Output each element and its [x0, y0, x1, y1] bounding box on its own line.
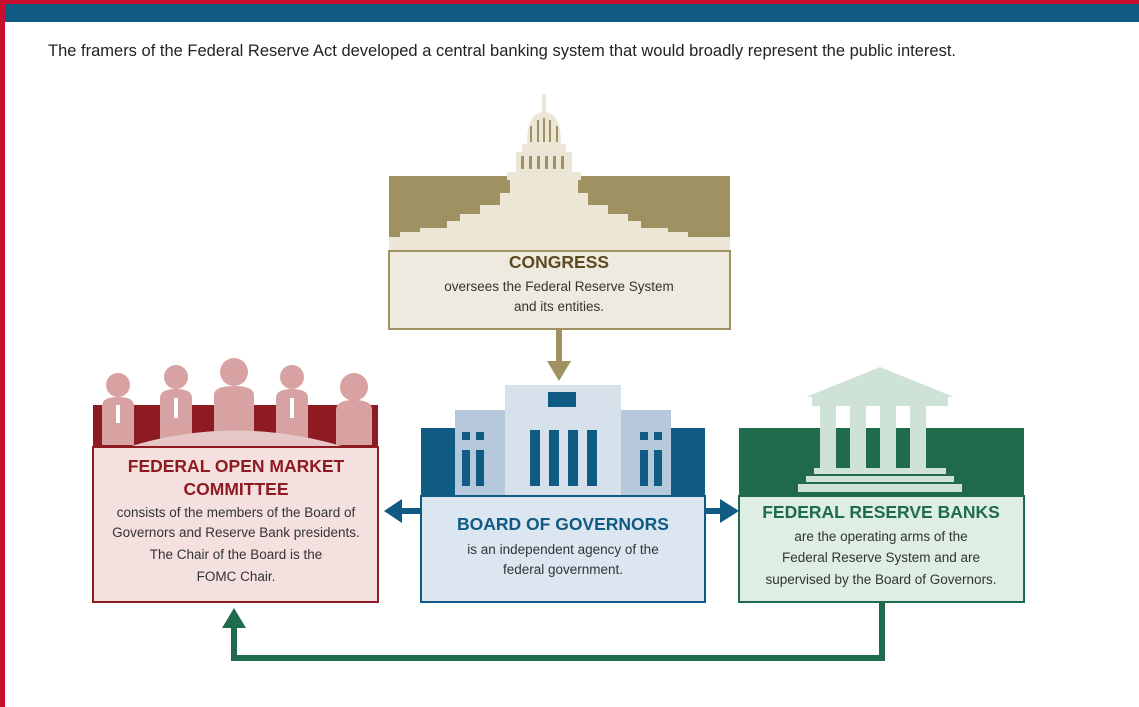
fomc-line-1: consists of the members of the Board of [117, 505, 356, 520]
arrow-board-to-fomc [384, 499, 421, 523]
board-node: BOARD OF GOVERNORS is an independent age… [420, 385, 706, 603]
fomc-line-2: Governors and Reserve Bank presidents. [112, 525, 360, 540]
fomc-line-3: The Chair of the Board is the [150, 547, 323, 562]
intro-text: The framers of the Federal Reserve Act d… [48, 42, 956, 60]
congress-node: CONGRESS oversees the Federal Reserve Sy… [388, 94, 731, 330]
board-line-2: federal government. [503, 562, 623, 577]
fomc-title-line-2: COMMITTEE [184, 479, 289, 499]
board-title: BOARD OF GOVERNORS [457, 514, 669, 534]
fomc-line-4: FOMC Chair. [197, 569, 276, 584]
board-line-1: is an independent agency of the [467, 542, 658, 557]
congress-line-1: oversees the Federal Reserve System [444, 279, 674, 294]
bank-building-icon [798, 367, 962, 492]
congress-title: CONGRESS [509, 252, 609, 272]
banks-line-1: are the operating arms of the [794, 529, 967, 544]
eccles-building-icon [455, 385, 671, 496]
banks-line-2: Federal Reserve System and are [782, 550, 980, 565]
fomc-title-line-1: FEDERAL OPEN MARKET [128, 456, 345, 476]
congress-line-2: and its entities. [514, 299, 604, 314]
banks-title: FEDERAL RESERVE BANKS [762, 502, 1000, 522]
fomc-node: FEDERAL OPEN MARKET COMMITTEE consists o… [92, 358, 379, 603]
banks-line-3: supervised by the Board of Governors. [765, 572, 996, 587]
arrow-board-to-banks [705, 499, 739, 523]
arrow-congress-to-board [547, 329, 571, 381]
arrow-banks-to-fomc [222, 602, 885, 661]
top-bar [5, 4, 1139, 22]
banks-node: FEDERAL RESERVE BANKS are the operating … [738, 367, 1025, 603]
